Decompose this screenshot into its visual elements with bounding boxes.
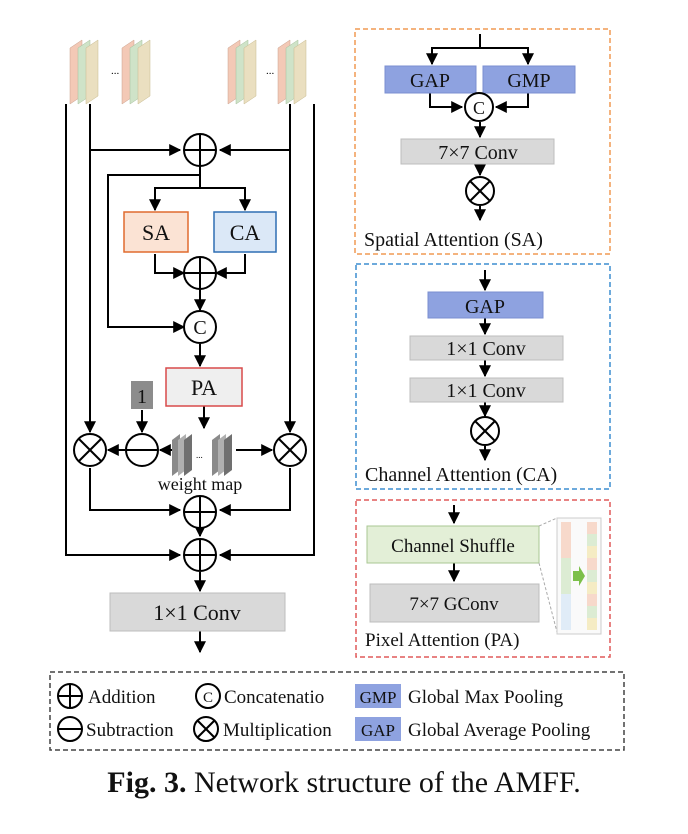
- sa-panel-title: Spatial Attention (SA): [364, 229, 543, 251]
- weight-map: ... weight map: [158, 434, 242, 494]
- ca-conv1-label: 1×1 Conv: [446, 338, 526, 360]
- legend-concat-text: Concatenatio: [224, 687, 324, 708]
- legend-gap-badge-text: GAP: [361, 721, 395, 740]
- ca-panel-title: Channel Attention (CA): [365, 464, 557, 486]
- add-top: [183, 133, 217, 167]
- pa-shuffle-label: Channel Shuffle: [391, 536, 515, 557]
- sa-gap-label: GAP: [410, 70, 450, 92]
- figure-caption: Fig. 3. Network structure of the AMFF.: [0, 766, 688, 800]
- legend-concat-icon: C: [195, 683, 221, 709]
- ca-label: CA: [230, 220, 261, 245]
- pa-panel-title: Pixel Attention (PA): [365, 630, 519, 651]
- legend-gmp-badge: [355, 684, 401, 708]
- concat-symbol: C: [193, 317, 206, 339]
- add-residual: [183, 538, 217, 572]
- pa-label: PA: [191, 375, 217, 400]
- sa-concat-symbol: C: [473, 98, 485, 118]
- input-features-right: ...: [227, 39, 307, 105]
- subtract-node: [125, 433, 159, 467]
- legend-multiplication-text: Multiplication: [223, 720, 332, 741]
- diagram-svg: ... ...: [49, 28, 625, 751]
- pa-gconv-label: 7×7 GConv: [409, 594, 499, 615]
- pa-block: PA: [165, 367, 243, 407]
- legend-addition-icon: [57, 683, 83, 709]
- figure-caption-label: Fig. 3.: [107, 766, 187, 799]
- constant-one: 1: [131, 381, 153, 409]
- add-attention: [183, 256, 217, 290]
- input-features-left: ...: [69, 39, 151, 105]
- legend-gap-text: Global Average Pooling: [408, 720, 591, 741]
- weight-map-label: weight map: [158, 474, 242, 494]
- main-connections: [65, 104, 315, 654]
- legend-subtraction-icon: [57, 716, 83, 742]
- add-weighted: [183, 495, 217, 529]
- final-conv-block: 1×1 Conv: [109, 592, 286, 632]
- sa-gmp-label: GMP: [507, 70, 550, 92]
- ca-block: CA: [213, 211, 277, 253]
- multiply-right: [273, 433, 307, 467]
- ca-gap-label: GAP: [465, 296, 505, 318]
- legend-gap-badge: [355, 717, 401, 741]
- legend-gmp-text: Global Max Pooling: [408, 687, 564, 708]
- figure-caption-text: Network structure of the AMFF.: [186, 766, 581, 799]
- sa-label: SA: [142, 220, 170, 245]
- pixel-attention-panel: Channel Shuffle 7×7 GConv Pixel Attentio…: [355, 499, 611, 658]
- weight-map-dots: ...: [196, 450, 203, 460]
- stack-dots-left: ...: [111, 65, 120, 77]
- spatial-attention-panel: GAP GMP C 7×7 Conv Spatial Attention (SA…: [354, 28, 611, 255]
- sa-block: SA: [123, 211, 189, 253]
- channel-shuffle-illustration: [538, 517, 602, 635]
- channel-attention-panel: GAP 1×1 Conv 1×1 Conv Channel Attention …: [355, 263, 611, 490]
- legend-subtraction-text: Subtraction: [86, 720, 174, 741]
- legend: Addition C Concatenatio GMP Global Max P…: [49, 671, 625, 751]
- legend-concat-symbol: C: [203, 690, 213, 706]
- legend-multiplication-icon: [193, 716, 219, 742]
- main-network: ... ...: [65, 39, 315, 654]
- legend-gmp-badge-text: GMP: [360, 688, 397, 707]
- legend-addition-text: Addition: [88, 687, 156, 708]
- concat-node: C: [183, 310, 217, 344]
- ca-conv2-label: 1×1 Conv: [446, 380, 526, 402]
- stack-dots-right: ...: [266, 65, 275, 77]
- constant-one-label: 1: [137, 386, 147, 408]
- multiply-left: [73, 433, 107, 467]
- sa-conv-label: 7×7 Conv: [438, 142, 518, 164]
- final-conv-label: 1×1 Conv: [153, 600, 241, 625]
